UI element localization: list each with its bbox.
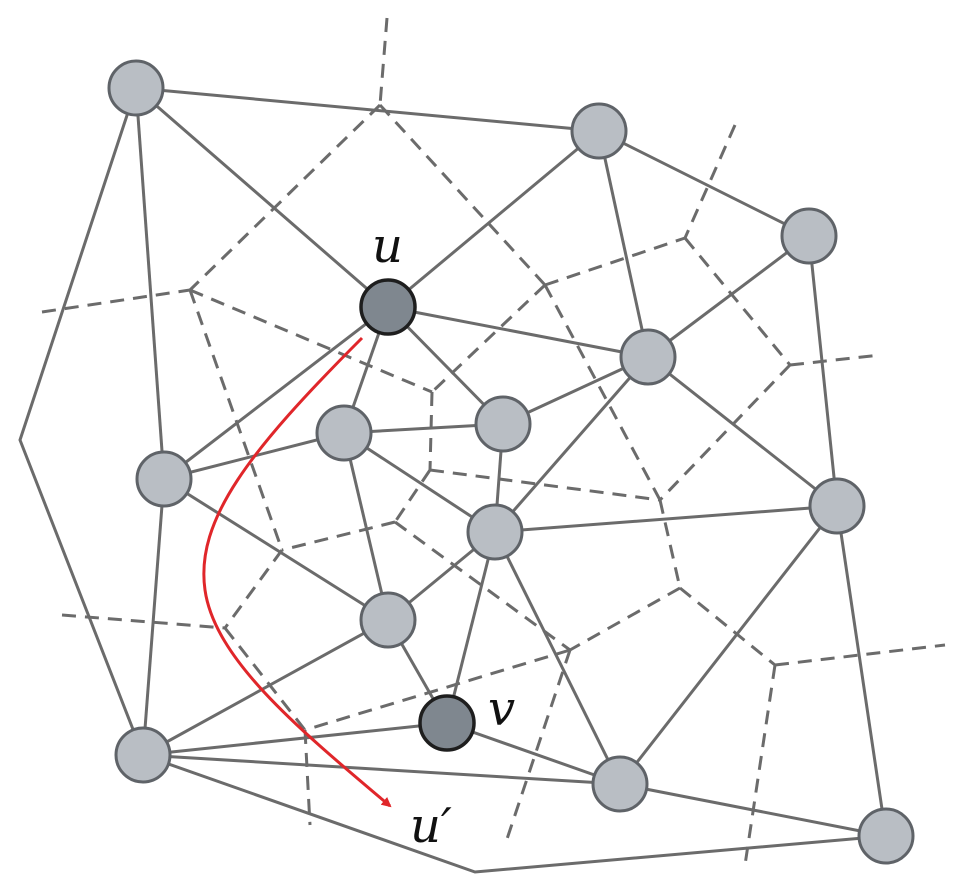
- node: [808, 477, 866, 535]
- node: [135, 450, 193, 508]
- node: [570, 102, 628, 160]
- node: [466, 503, 524, 561]
- node: [114, 726, 172, 784]
- label-u: u: [372, 218, 403, 274]
- label-v: v: [488, 681, 515, 737]
- node: [591, 755, 649, 813]
- node: [780, 207, 838, 265]
- node: [315, 404, 373, 462]
- node: [619, 328, 677, 386]
- node-v: [418, 694, 476, 752]
- node: [107, 59, 165, 117]
- node: [857, 807, 915, 865]
- node: [474, 395, 532, 453]
- routing-path-arrow: [202, 336, 392, 808]
- node: [359, 591, 417, 649]
- label-u-prime: u′: [410, 798, 452, 854]
- node-u: [359, 278, 417, 336]
- nodes: [107, 59, 915, 865]
